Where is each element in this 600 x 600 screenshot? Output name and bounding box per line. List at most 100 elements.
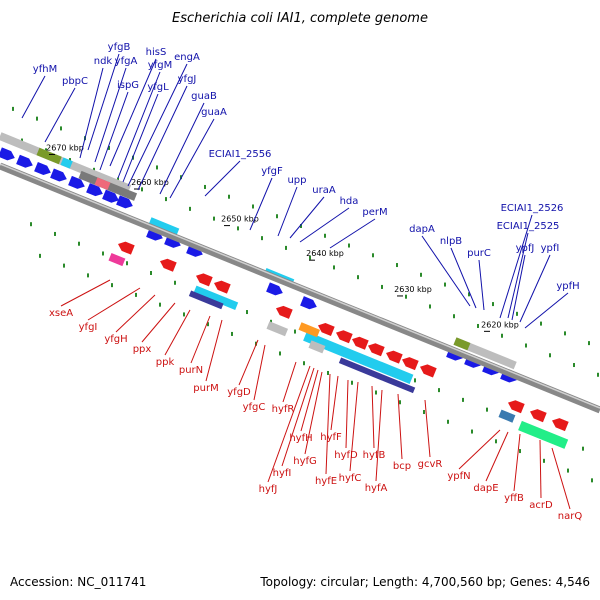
leader-line: [127, 63, 188, 187]
reverse-gene-arrow: [386, 350, 403, 364]
forward-gene-arrow: [116, 195, 133, 209]
leader-line: [511, 254, 526, 321]
reverse-gene-arrow: [530, 409, 547, 423]
leader-line: [117, 71, 161, 179]
leader-line: [513, 433, 521, 492]
reverse-gene-arrow: [318, 322, 335, 336]
forward-gene-label: pbpC: [62, 76, 88, 87]
forward-gene-label: ispG: [117, 80, 139, 91]
track-dot: [87, 273, 89, 278]
track-dot: [348, 243, 350, 248]
leader-line: [87, 53, 120, 151]
track-dot: [135, 292, 137, 297]
track-dot: [63, 263, 65, 268]
reverse-gene-arrow: [160, 258, 177, 272]
leader-line: [238, 339, 259, 386]
track-dot: [573, 363, 575, 368]
leader-line: [300, 369, 319, 432]
leader-line: [204, 160, 241, 197]
track-dot: [156, 165, 158, 170]
feature-blocks: [0, 132, 569, 449]
track-dot: [588, 341, 590, 346]
track-dot: [516, 311, 518, 316]
leader-line: [289, 196, 325, 239]
reverse-gene-arrow: [352, 336, 369, 350]
reverse-gene-label: yfgC: [243, 402, 266, 413]
track-dot: [501, 333, 503, 338]
reverse-gene-label: hyfD: [334, 450, 358, 461]
track-dot: [351, 380, 353, 385]
forward-gene-label: uraA: [312, 185, 336, 196]
track-dot: [165, 197, 167, 202]
track-dot: [543, 458, 545, 463]
backbone-line: [0, 162, 600, 414]
leader-line: [421, 235, 471, 307]
track-dot: [183, 312, 185, 317]
reverse-orange-block: [298, 322, 321, 338]
track-dot: [444, 282, 446, 287]
position-tick-label: 2620 kbp: [481, 320, 519, 329]
reverse-gene-label: xseA: [49, 308, 73, 319]
forward-gene-label: ECIAI1_2526: [501, 203, 564, 214]
leader-line: [159, 102, 205, 195]
leader-line: [458, 429, 501, 470]
reverse-cyan-block: [303, 331, 414, 384]
leader-line: [109, 58, 157, 167]
reverse-gene-label: hyfB: [363, 450, 386, 461]
track-dot: [300, 224, 302, 228]
track-dot: [309, 255, 311, 260]
leader-line: [205, 319, 223, 382]
track-dot: [492, 302, 494, 307]
backbone-highlight: [0, 163, 600, 409]
reverse-gene-arrow: [118, 241, 135, 255]
reverse-gene-arrow: [336, 330, 353, 344]
track-dot: [108, 145, 110, 150]
leader-line: [115, 294, 156, 333]
forward-gene-label: hisS: [146, 47, 167, 58]
forward-gene-label: ypfJ: [516, 243, 535, 254]
track-dot: [117, 177, 119, 182]
position-tick-label: 2660 kbp: [131, 178, 169, 187]
reverse-gene-label: purN: [179, 365, 203, 376]
track-dot: [420, 272, 422, 277]
forward-gene-label: ypfI: [541, 243, 560, 254]
track-dot: [21, 138, 23, 143]
forward-gene-label: engA: [174, 52, 200, 63]
forward-gene-arrow: [50, 168, 67, 182]
track-dot: [270, 319, 272, 324]
leader-line: [325, 373, 331, 475]
leader-line: [164, 309, 191, 356]
forward-gene-arrow: [16, 154, 33, 168]
reverse-gene-arrow: [420, 364, 437, 378]
track-dot: [438, 388, 440, 393]
reverse-gene-label: hyfC: [339, 473, 362, 484]
track-dot: [324, 233, 326, 238]
forward-gene-label: purC: [467, 248, 491, 259]
track-dot: [399, 400, 401, 405]
leader-line: [519, 254, 551, 323]
forward-gene-arrow: [300, 296, 317, 310]
leader-line: [141, 302, 176, 343]
track-dot: [285, 245, 287, 250]
track-dot: [189, 206, 191, 211]
track-dot: [276, 214, 278, 219]
reverse-gene-label: yfgD: [227, 387, 251, 398]
track-dot: [252, 204, 254, 209]
track-dot: [36, 116, 38, 121]
track-dot: [180, 175, 182, 180]
label-leaders: [21, 53, 571, 510]
reverse-gene-arrow: [402, 357, 419, 371]
track-dot: [294, 329, 296, 334]
leader-line: [282, 361, 297, 403]
leader-line: [281, 367, 315, 467]
reverse-steel-block: [498, 409, 516, 423]
forward-gene-arrow: [0, 147, 15, 161]
track-dot: [357, 275, 359, 280]
reverse-gene-label: hyfI: [273, 468, 292, 479]
reverse-gene-label: yfgH: [104, 334, 127, 345]
reverse-gene-arrow: [552, 418, 569, 432]
reverse-grey-block: [308, 340, 326, 354]
leader-line: [424, 399, 431, 458]
